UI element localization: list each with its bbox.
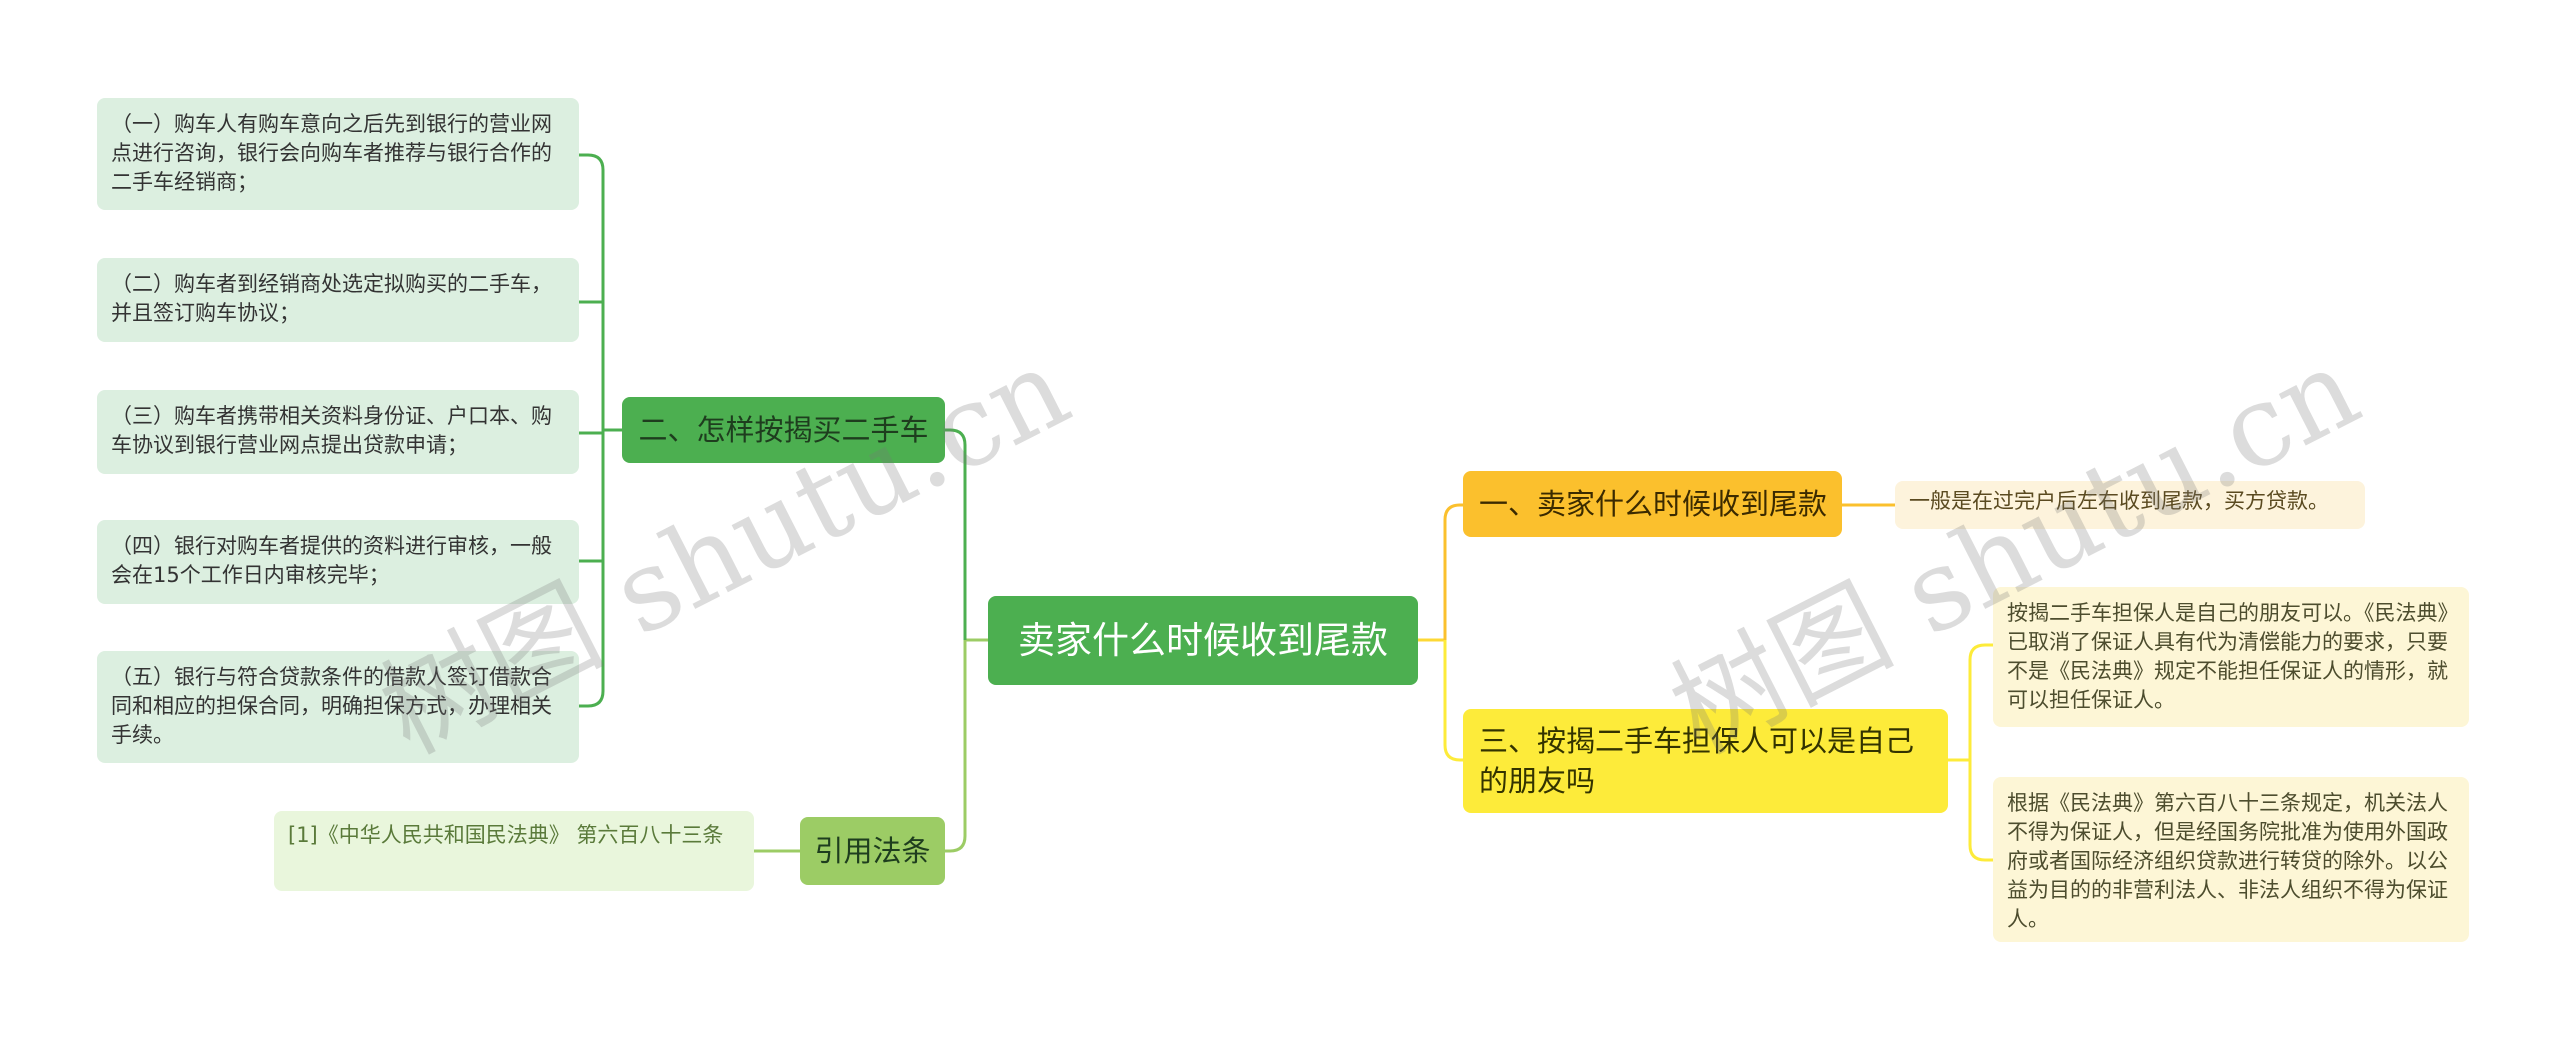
- leaf-step-1[interactable]: （一）购车人有购车意向之后先到银行的营业网点进行咨询，银行会向购车者推荐与银行合…: [97, 98, 579, 210]
- branch-guarantor-friend[interactable]: 三、按揭二手车担保人可以是自己的朋友吗: [1463, 709, 1948, 813]
- connector-root-how: [945, 428, 967, 640]
- connector-root-guarantor: [1443, 640, 1463, 762]
- branch-how-to-buy[interactable]: 二、怎样按揭买二手车: [622, 397, 945, 463]
- leaf-step-2[interactable]: （二）购车者到经销商处选定拟购买的二手车，并且签订购车协议；: [97, 258, 579, 342]
- root-topic[interactable]: 卖家什么时候收到尾款: [988, 596, 1418, 685]
- branch-when-seller-receives[interactable]: 一、卖家什么时候收到尾款: [1463, 471, 1842, 537]
- branch-citation[interactable]: 引用法条: [800, 817, 945, 885]
- leaf-step-3[interactable]: （三）购车者携带相关资料身份证、户口本、购车协议到银行营业网点提出贷款申请；: [97, 390, 579, 474]
- leaf-when-answer[interactable]: 一般是在过完户后左右收到尾款，买方贷款。: [1895, 481, 2365, 529]
- leaf-citation-text[interactable]: [1]《中华人民共和国民法典》 第六百八十三条: [274, 811, 754, 891]
- connector-root-citation: [945, 640, 967, 853]
- leaf-step-4[interactable]: （四）银行对购车者提供的资料进行审核，一般会在15个工作日内审核完毕；: [97, 520, 579, 604]
- leaf-guarantor-point-2[interactable]: 根据《民法典》第六百八十三条规定，机关法人不得为保证人，但是经国务院批准为使用外…: [1993, 777, 2469, 942]
- connector-root-when: [1443, 503, 1463, 640]
- leaf-guarantor-point-1[interactable]: 按揭二手车担保人是自己的朋友可以。《民法典》已取消了保证人具有代为清偿能力的要求…: [1993, 587, 2469, 727]
- connector-how-steps: [579, 153, 622, 708]
- connector-guarantor-points: [1948, 643, 1993, 862]
- leaf-step-5[interactable]: （五）银行与符合贷款条件的借款人签订借款合同和相应的担保合同，明确担保方式，办理…: [97, 651, 579, 763]
